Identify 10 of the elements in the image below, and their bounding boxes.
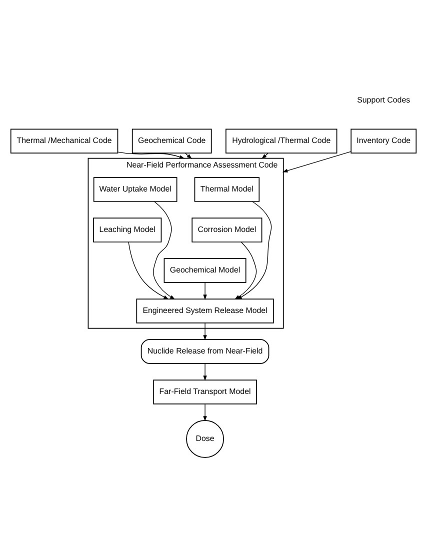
arrow <box>203 403 207 421</box>
arrow <box>282 150 352 172</box>
arrow <box>261 152 269 159</box>
arrow <box>153 200 176 300</box>
arrow <box>203 282 207 300</box>
arrow <box>184 152 192 158</box>
arrow <box>203 362 207 380</box>
arrow <box>118 151 185 158</box>
arrow <box>128 241 169 299</box>
arrow <box>203 322 207 340</box>
